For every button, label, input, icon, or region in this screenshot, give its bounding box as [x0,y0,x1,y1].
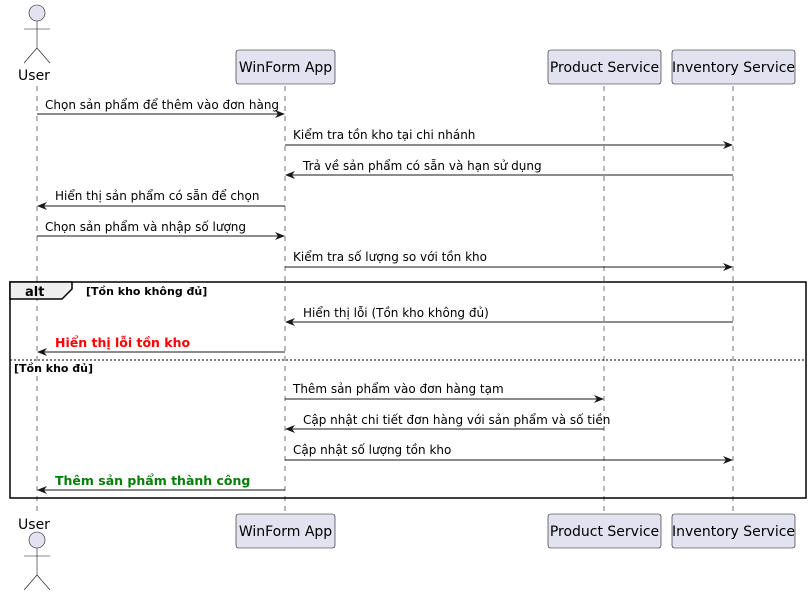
actor-head [28,531,46,549]
message-4: Hiển thị sản phẩm có sẵn để chọn [37,189,285,210]
message-label-error: Hiển thị lỗi tồn kho [55,335,191,350]
participant-label: Inventory Service [672,60,795,76]
message-7: Hiển thị lỗi (Tồn kho không đủ) [285,306,733,326]
message-8-error: Hiển thị lỗi tồn kho [37,335,285,356]
alt-guard-2: [Tồn kho đủ] [14,362,93,375]
participant-winform-top: WinForm App [235,49,336,85]
message-label: Kiểm tra tồn kho tại chi nhánh [293,128,475,142]
message-11: Cập nhật số lượng tồn kho [285,443,733,464]
participant-product-bottom: Product Service [547,513,662,549]
message-10: Cập nhật chi tiết đơn hàng với sản phẩm … [285,413,610,433]
message-2: Kiểm tra tồn kho tại chi nhánh [285,128,733,149]
message-label: Hiển thị sản phẩm có sẵn để chọn [55,189,259,203]
actor-label-top: User [18,68,50,84]
actor-label-bottom: User [18,517,50,533]
participant-label: Product Service [550,60,659,76]
actor-user-bottom: User [18,517,51,591]
message-5: Chọn sản phẩm và nhập số lượng [37,220,285,240]
message-9: Thêm sản phẩm vào đơn hàng tạm [285,382,604,403]
message-12-success: Thêm sản phẩm thành công [37,473,285,494]
participant-inventory-bottom: Inventory Service [671,513,796,549]
message-3: Trả về sản phẩm có sẵn và hạn sử dụng [285,159,733,179]
message-label: Hiển thị lỗi (Tồn kho không đủ) [303,306,489,320]
message-label-success: Thêm sản phẩm thành công [55,473,250,488]
participant-label: Inventory Service [672,524,795,540]
message-label: Thêm sản phẩm vào đơn hàng tạm [292,382,504,396]
participant-product-top: Product Service [547,49,662,85]
alt-guard-1: [Tồn kho không đủ] [86,285,207,298]
message-label: Chọn sản phẩm và nhập số lượng [45,220,246,234]
actor-head [28,4,46,22]
actor-user-top: User [18,4,51,84]
message-label: Trả về sản phẩm có sẵn và hạn sử dụng [302,159,542,173]
participant-label: Product Service [550,524,659,540]
alt-fragment: alt [Tồn kho không đủ] [Tồn kho đủ] [9,281,807,499]
alt-keyword: alt [25,285,44,300]
message-label: Cập nhật chi tiết đơn hàng với sản phẩm … [303,413,610,427]
participant-winform-bottom: WinForm App [235,513,336,549]
participant-label: WinForm App [239,524,332,540]
message-1: Chọn sản phẩm để thêm vào đơn hàng [37,98,285,118]
message-6: Kiểm tra số lượng so với tồn kho [285,250,733,271]
message-label: Cập nhật số lượng tồn kho [293,443,451,457]
message-label: Kiểm tra số lượng so với tồn kho [293,250,487,264]
participant-label: WinForm App [239,60,332,76]
participant-inventory-top: Inventory Service [671,49,796,85]
message-label: Chọn sản phẩm để thêm vào đơn hàng [45,98,279,112]
